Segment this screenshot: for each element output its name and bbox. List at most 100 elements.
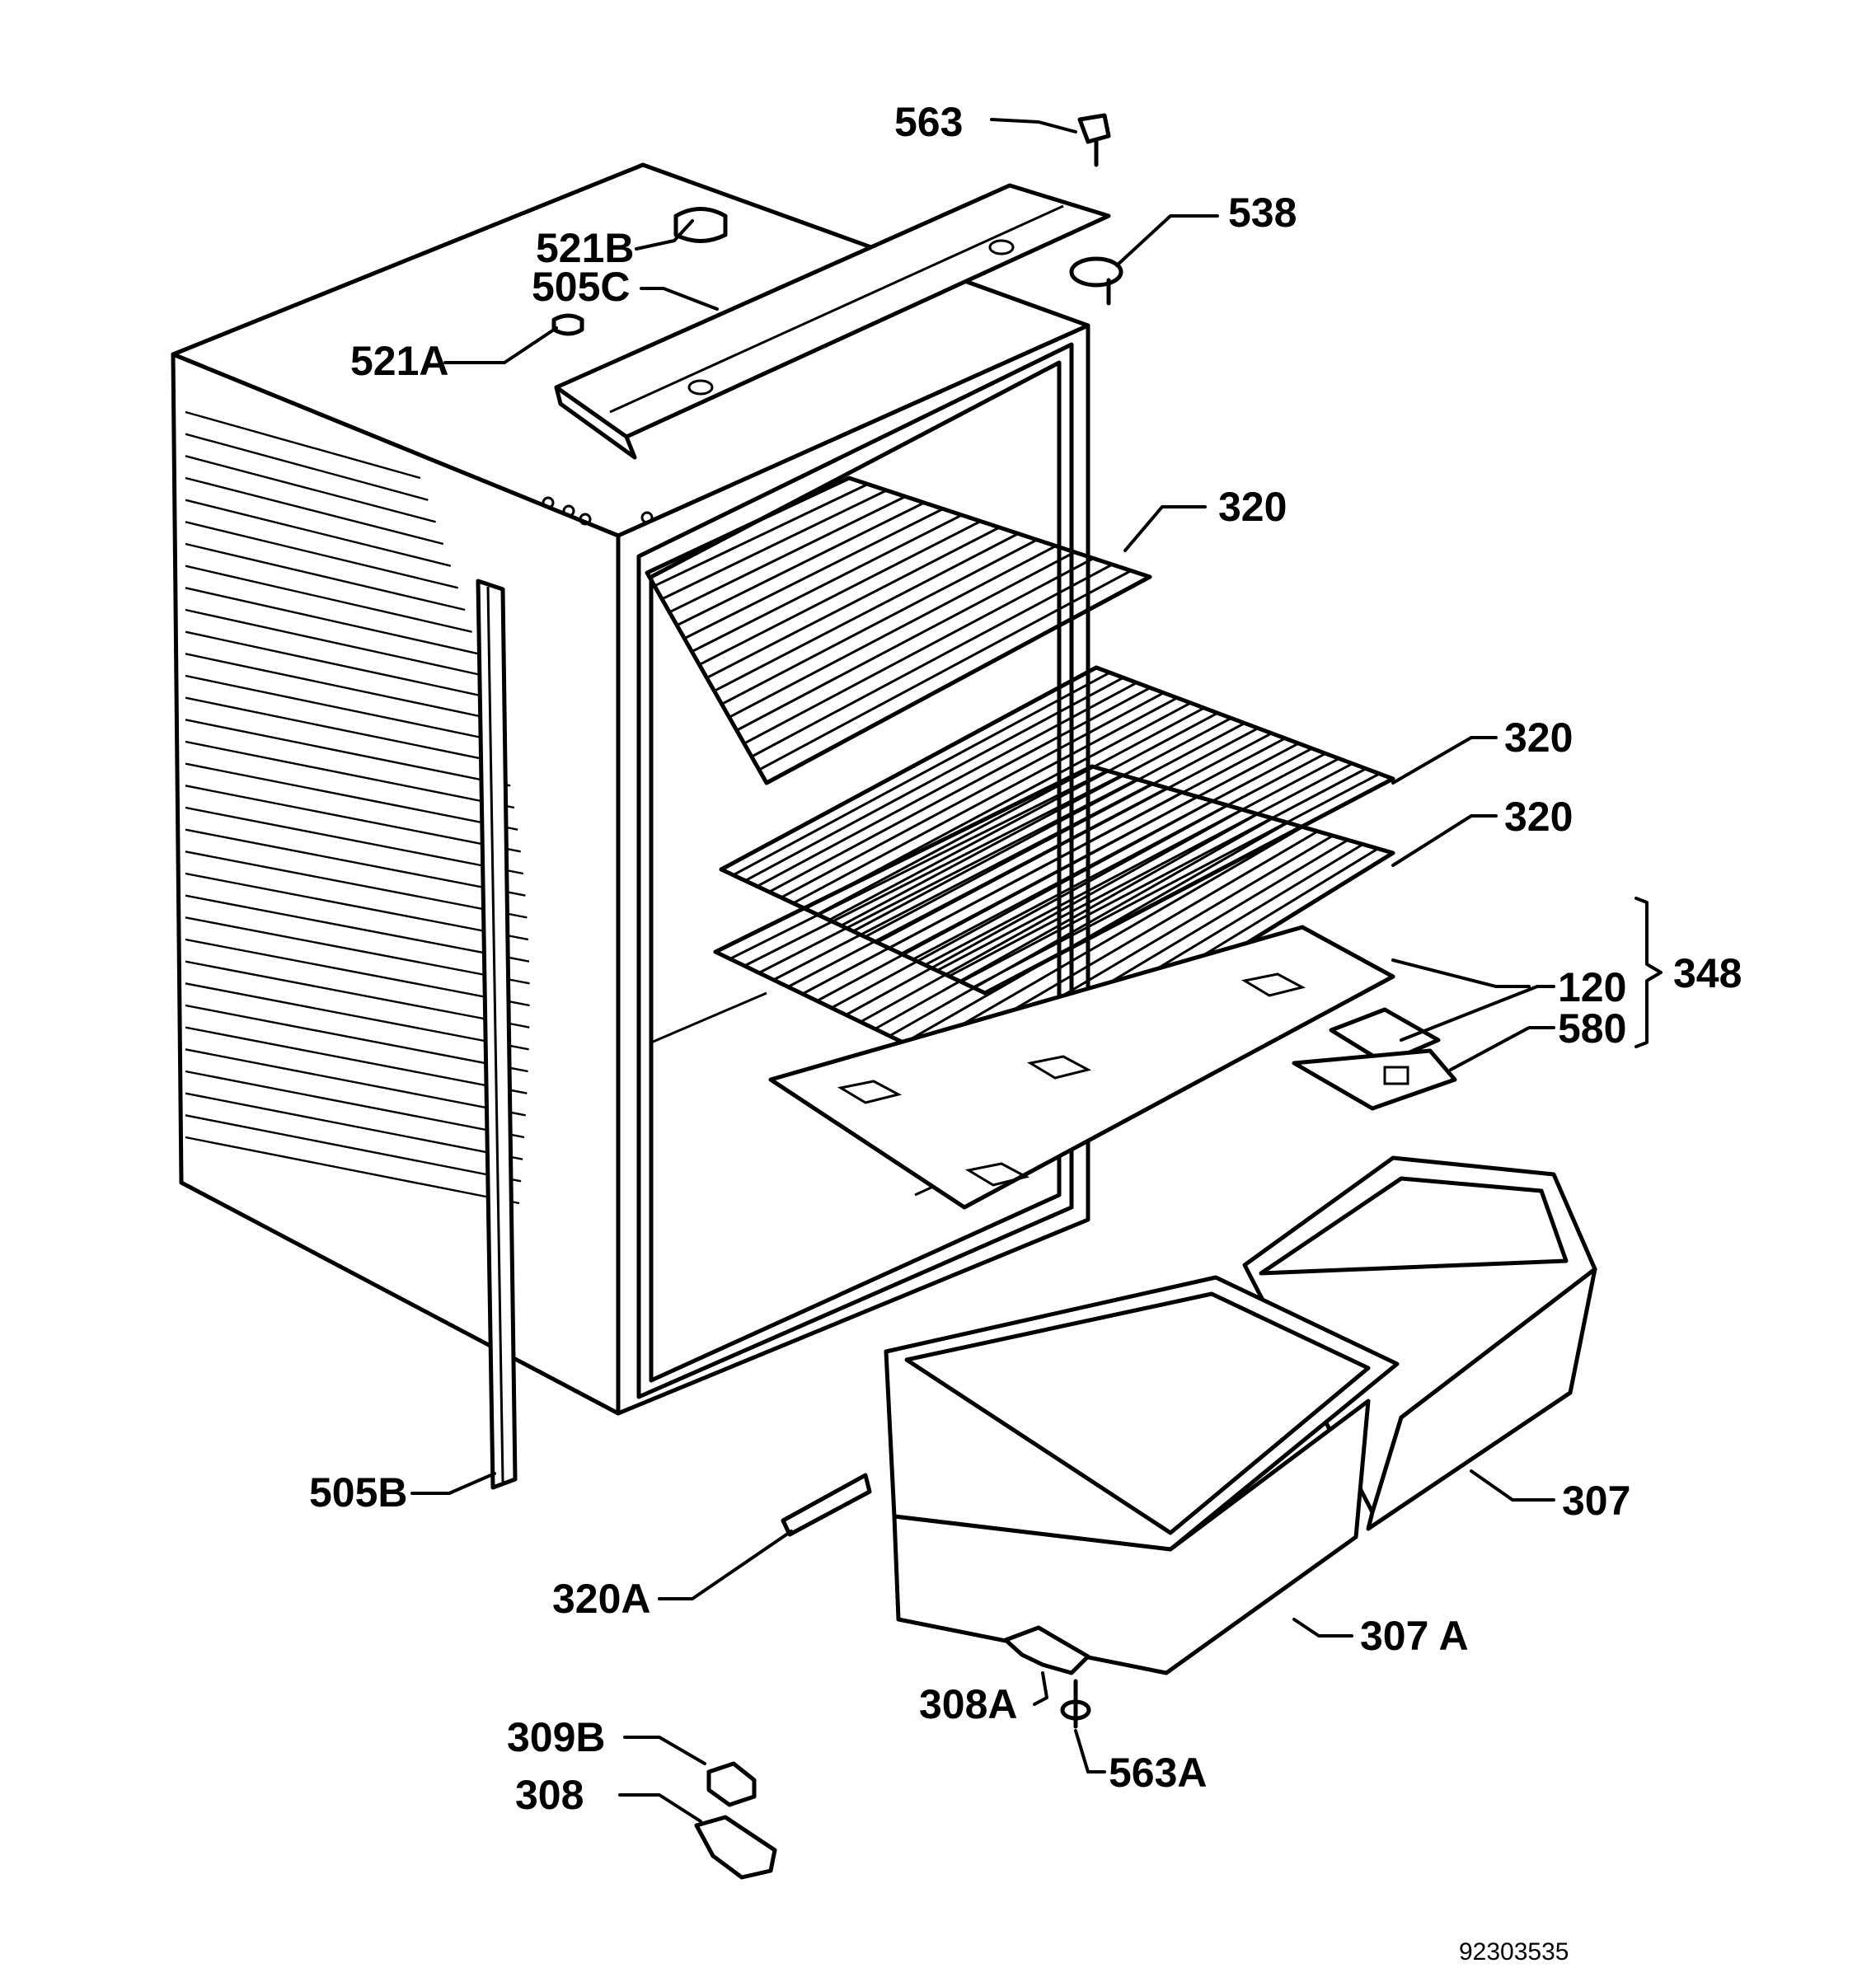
drawing-stroke <box>831 799 1213 1010</box>
drawing-stroke <box>185 410 421 480</box>
label-120: 120 <box>1558 964 1626 1010</box>
drawing-stroke <box>654 483 869 588</box>
label-320-mid: 320 <box>1504 715 1573 761</box>
label-505b: 505B <box>309 1469 408 1516</box>
drawing-stroke <box>840 717 1232 927</box>
drawing-stroke <box>185 828 526 897</box>
leader-lines <box>410 118 1663 1823</box>
drawing-stroke <box>185 960 530 1028</box>
drawing-stroke <box>185 499 452 567</box>
drawing-stroke <box>751 563 1114 758</box>
label-320a: 320A <box>552 1576 651 1622</box>
drawing-stroke <box>185 740 515 809</box>
part-labels: 563 538 521B 505C 521A 320 320 320 348 1… <box>309 99 1742 1966</box>
drawing-stroke <box>185 872 529 941</box>
label-505c: 505C <box>532 264 631 310</box>
drawing-stroke <box>736 551 1076 732</box>
rail-320a <box>781 1473 872 1537</box>
label-563a: 563A <box>1109 1750 1208 1796</box>
cap-521a <box>551 313 584 336</box>
drawing-stroke <box>185 1026 528 1094</box>
drawing-stroke <box>845 804 1228 1016</box>
drawing-stroke <box>860 808 1244 1024</box>
drawing-stroke <box>917 826 1304 1052</box>
drawing-stroke <box>889 817 1273 1038</box>
drawing-stroke <box>924 752 1326 967</box>
frame-120 <box>1329 1007 1441 1066</box>
drawing-stroke <box>185 630 491 699</box>
drawing-stroke <box>828 711 1218 921</box>
document-code: 92303535 <box>1459 1938 1569 1966</box>
drawing-stroke <box>720 538 1038 705</box>
drawing-stroke <box>728 545 1057 719</box>
drawing-stroke <box>185 653 497 721</box>
screw-563 <box>1077 113 1111 167</box>
drawing-stroke <box>185 587 479 655</box>
label-521a: 521A <box>350 338 449 384</box>
drawing-stroke <box>683 508 944 640</box>
drawing-stroke <box>732 671 1111 877</box>
label-320-top: 320 <box>1218 484 1287 530</box>
drawing-stroke <box>936 757 1340 972</box>
drawing-stroke <box>801 791 1184 996</box>
drawing-stroke <box>816 706 1205 916</box>
drawing-stroke <box>185 1092 523 1160</box>
drawing-stroke <box>792 696 1178 905</box>
drawing-stroke <box>185 916 530 985</box>
drawing-stroke <box>185 1070 525 1139</box>
drawing-stroke <box>661 489 888 601</box>
drawing-stroke <box>676 501 925 627</box>
drawing-stroke <box>852 722 1245 933</box>
label-348: 348 <box>1673 950 1742 996</box>
drawing-stroke <box>691 513 963 653</box>
drawing-stroke <box>185 542 466 611</box>
drawing-stroke <box>781 691 1165 899</box>
cap-309b <box>706 1761 757 1807</box>
drawing-stroke <box>744 676 1124 882</box>
label-308: 308 <box>515 1772 584 1818</box>
drawing-stroke <box>185 894 530 963</box>
drawing-stroke <box>864 727 1259 939</box>
drawing-stroke <box>185 785 521 853</box>
drawing-stroke <box>185 762 518 831</box>
label-521b: 521B <box>536 225 635 271</box>
drawing-stroke <box>185 674 502 743</box>
cap-521b <box>673 207 728 243</box>
drawing-stroke <box>185 433 429 501</box>
drawing-stroke <box>772 782 1153 982</box>
drawing-stroke <box>185 1114 522 1183</box>
drawing-stroke <box>713 532 1020 692</box>
top-rail-505c <box>554 183 1111 460</box>
hinge-pin-538 <box>1069 256 1123 306</box>
label-563: 563 <box>894 99 963 145</box>
drawing-stroke <box>185 476 444 546</box>
drawing-stroke <box>787 786 1168 988</box>
drawing-stroke <box>185 455 436 523</box>
bin-307a <box>884 1275 1400 1675</box>
bin-307 <box>1242 1155 1597 1531</box>
drawing-stroke <box>185 1048 526 1117</box>
bracket-308a <box>1003 1625 1090 1675</box>
drawing-stroke <box>698 520 982 666</box>
drawing-stroke <box>758 569 1132 771</box>
drawing-stroke <box>743 774 1123 968</box>
drawing-stroke <box>185 806 524 875</box>
label-307: 307 <box>1562 1478 1630 1524</box>
drawing-stroke <box>185 608 485 677</box>
drawing-stroke <box>743 557 1095 745</box>
drawing-stroke <box>758 778 1138 974</box>
drawing-stroke <box>706 526 1001 679</box>
drawing-stroke <box>185 565 472 633</box>
label-307a: 307 A <box>1360 1613 1469 1659</box>
drawing-stroke <box>756 682 1137 888</box>
drawing-stroke <box>185 1004 528 1073</box>
control-580 <box>1292 1048 1457 1111</box>
drawing-stroke <box>185 982 529 1051</box>
cabinet-side-shading <box>185 410 530 1205</box>
drawing-stroke <box>185 938 530 1007</box>
label-538: 538 <box>1228 190 1297 236</box>
drawing-stroke <box>816 795 1198 1002</box>
drawing-stroke <box>185 521 458 589</box>
